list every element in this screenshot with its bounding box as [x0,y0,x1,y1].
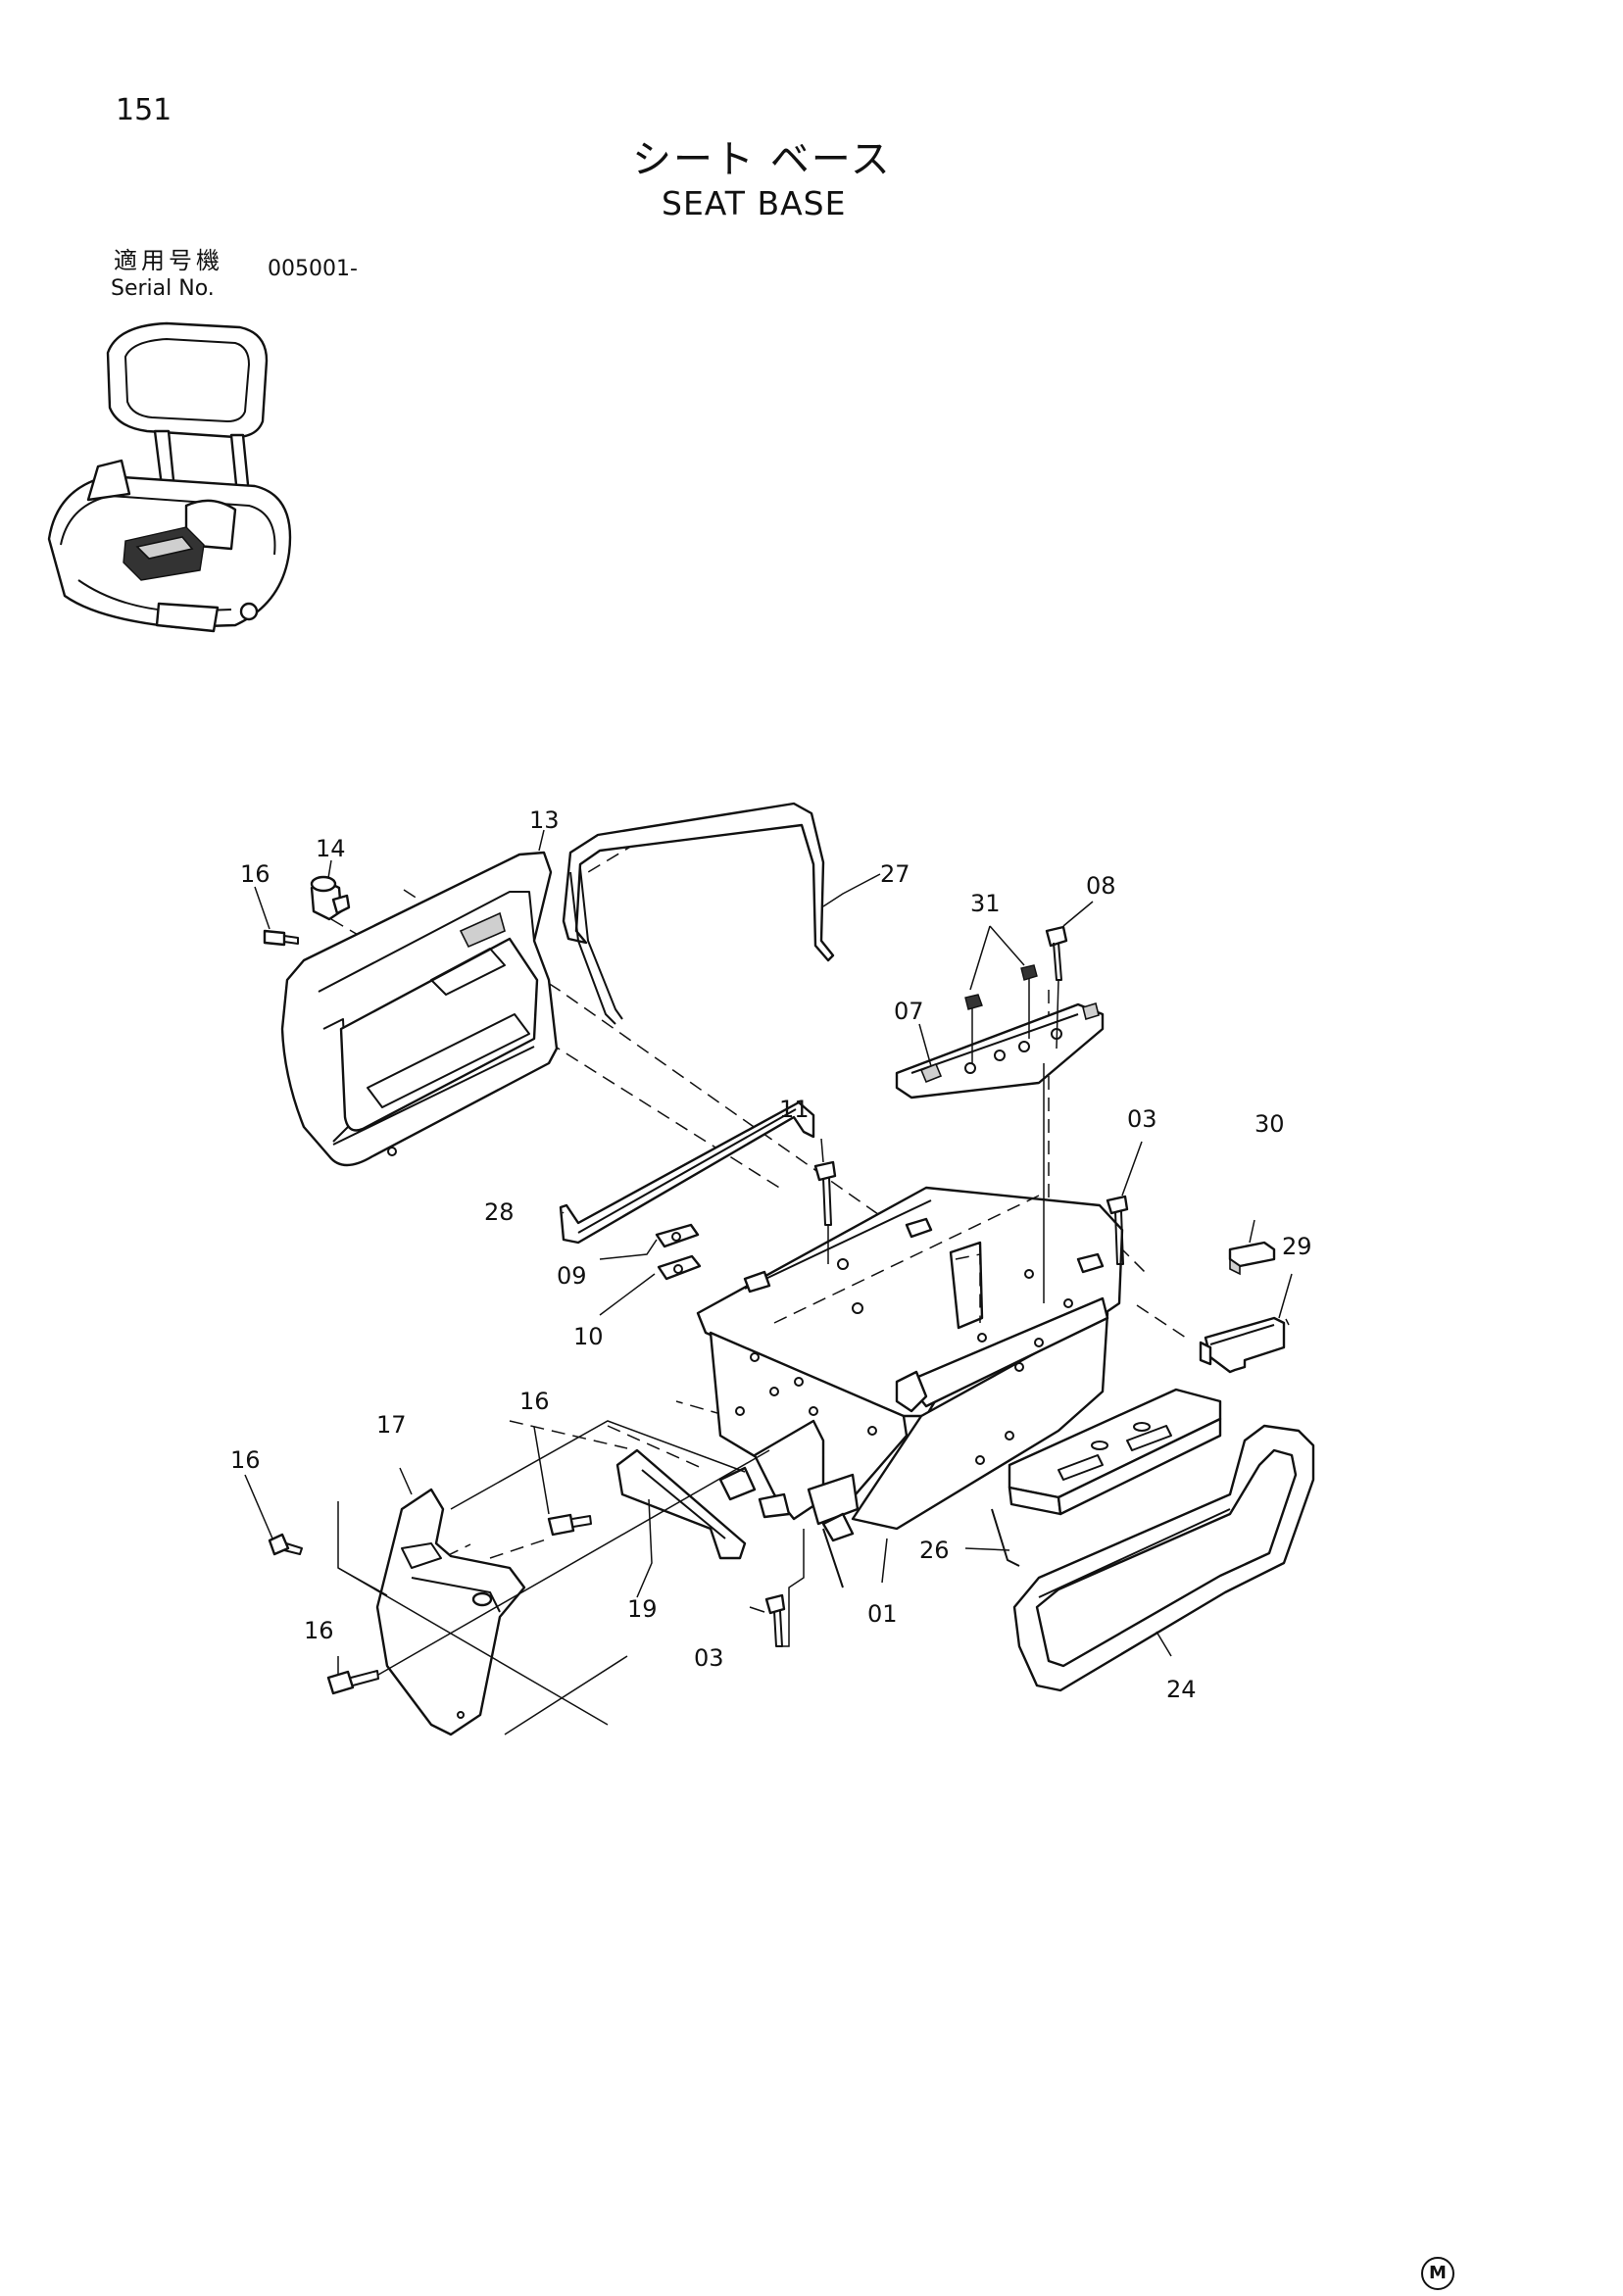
callout-31: 31 [970,890,1001,917]
part-26-cushion-block [991,1388,1222,1567]
callout-labels: 13 14 16 27 31 08 07 11 03 30 29 28 09 1… [230,806,1312,1703]
part-10-bracket [657,1254,702,1281]
assembly-outline-lines [337,1420,746,1735]
part-07-plate [895,1001,1105,1099]
callout-19: 19 [627,1595,658,1623]
callout-07: 07 [894,998,924,1025]
callout-11: 11 [779,1096,810,1123]
serial-label-english: Serial No. [111,276,215,301]
callout-16-left: 16 [230,1446,261,1474]
part-16-bolt-middle [547,1513,592,1537]
callout-09: 09 [557,1262,587,1290]
part-09-bracket [655,1223,700,1248]
callout-26: 26 [919,1537,950,1564]
seat-base-highlight [123,526,205,581]
part-17-side-cover [375,1488,526,1736]
part-01-seat-base-frame [696,1186,1124,1588]
callout-10: 10 [573,1323,604,1350]
callout-03-upper: 03 [1127,1105,1157,1133]
callout-01: 01 [867,1600,898,1628]
part-08-bolt [1043,925,1068,1303]
callout-16-middle: 16 [519,1388,550,1415]
callout-24: 24 [1166,1676,1197,1703]
callout-14: 14 [316,835,346,862]
part-31-nuts [964,964,1038,1063]
part-28-edge-trim-lower [559,1100,815,1245]
canopy-roof [106,321,269,439]
part-16-bolt-upper [263,929,299,947]
part-03-bolt-lower [764,1529,805,1647]
serial-label-japanese: 適用号機 [114,247,223,274]
part-11-bolt [813,1160,837,1264]
part-14-lock [310,875,351,921]
part-13-seat-cover [280,851,559,1167]
part-24-handle-frame [1012,1424,1315,1692]
machine-locator-thumbnail [47,321,292,633]
callout-30: 30 [1254,1110,1285,1138]
page-title-english: SEAT BASE [662,184,847,222]
callout-29: 29 [1282,1233,1312,1260]
part-30-block [1228,1241,1276,1276]
part-16-bolt-lower [326,1449,770,1695]
callout-13: 13 [529,806,560,834]
part-16-bolt-left [268,1533,303,1556]
rear-counterweight [155,602,259,633]
callout-16-lower: 16 [304,1617,334,1644]
callout-leader-lines [244,829,1293,1674]
page-number: 151 [116,93,172,127]
callout-27: 27 [880,860,910,888]
part-03-bolt-upper [1106,1195,1129,1265]
callout-03-lower: 03 [694,1644,724,1672]
part-19-bracket-plate [615,1448,747,1560]
part-27-edge-trim-upper [562,802,835,1025]
callout-28: 28 [484,1198,515,1226]
callout-17: 17 [376,1411,407,1439]
callout-16-upper: 16 [240,860,270,888]
callout-08: 08 [1086,872,1116,900]
manufacturer-mark: M [1421,2257,1454,2290]
page-title-japanese: シート ベース [632,137,892,182]
serial-number-value: 005001- [268,257,358,281]
part-29-angle-piece [1199,1316,1286,1374]
